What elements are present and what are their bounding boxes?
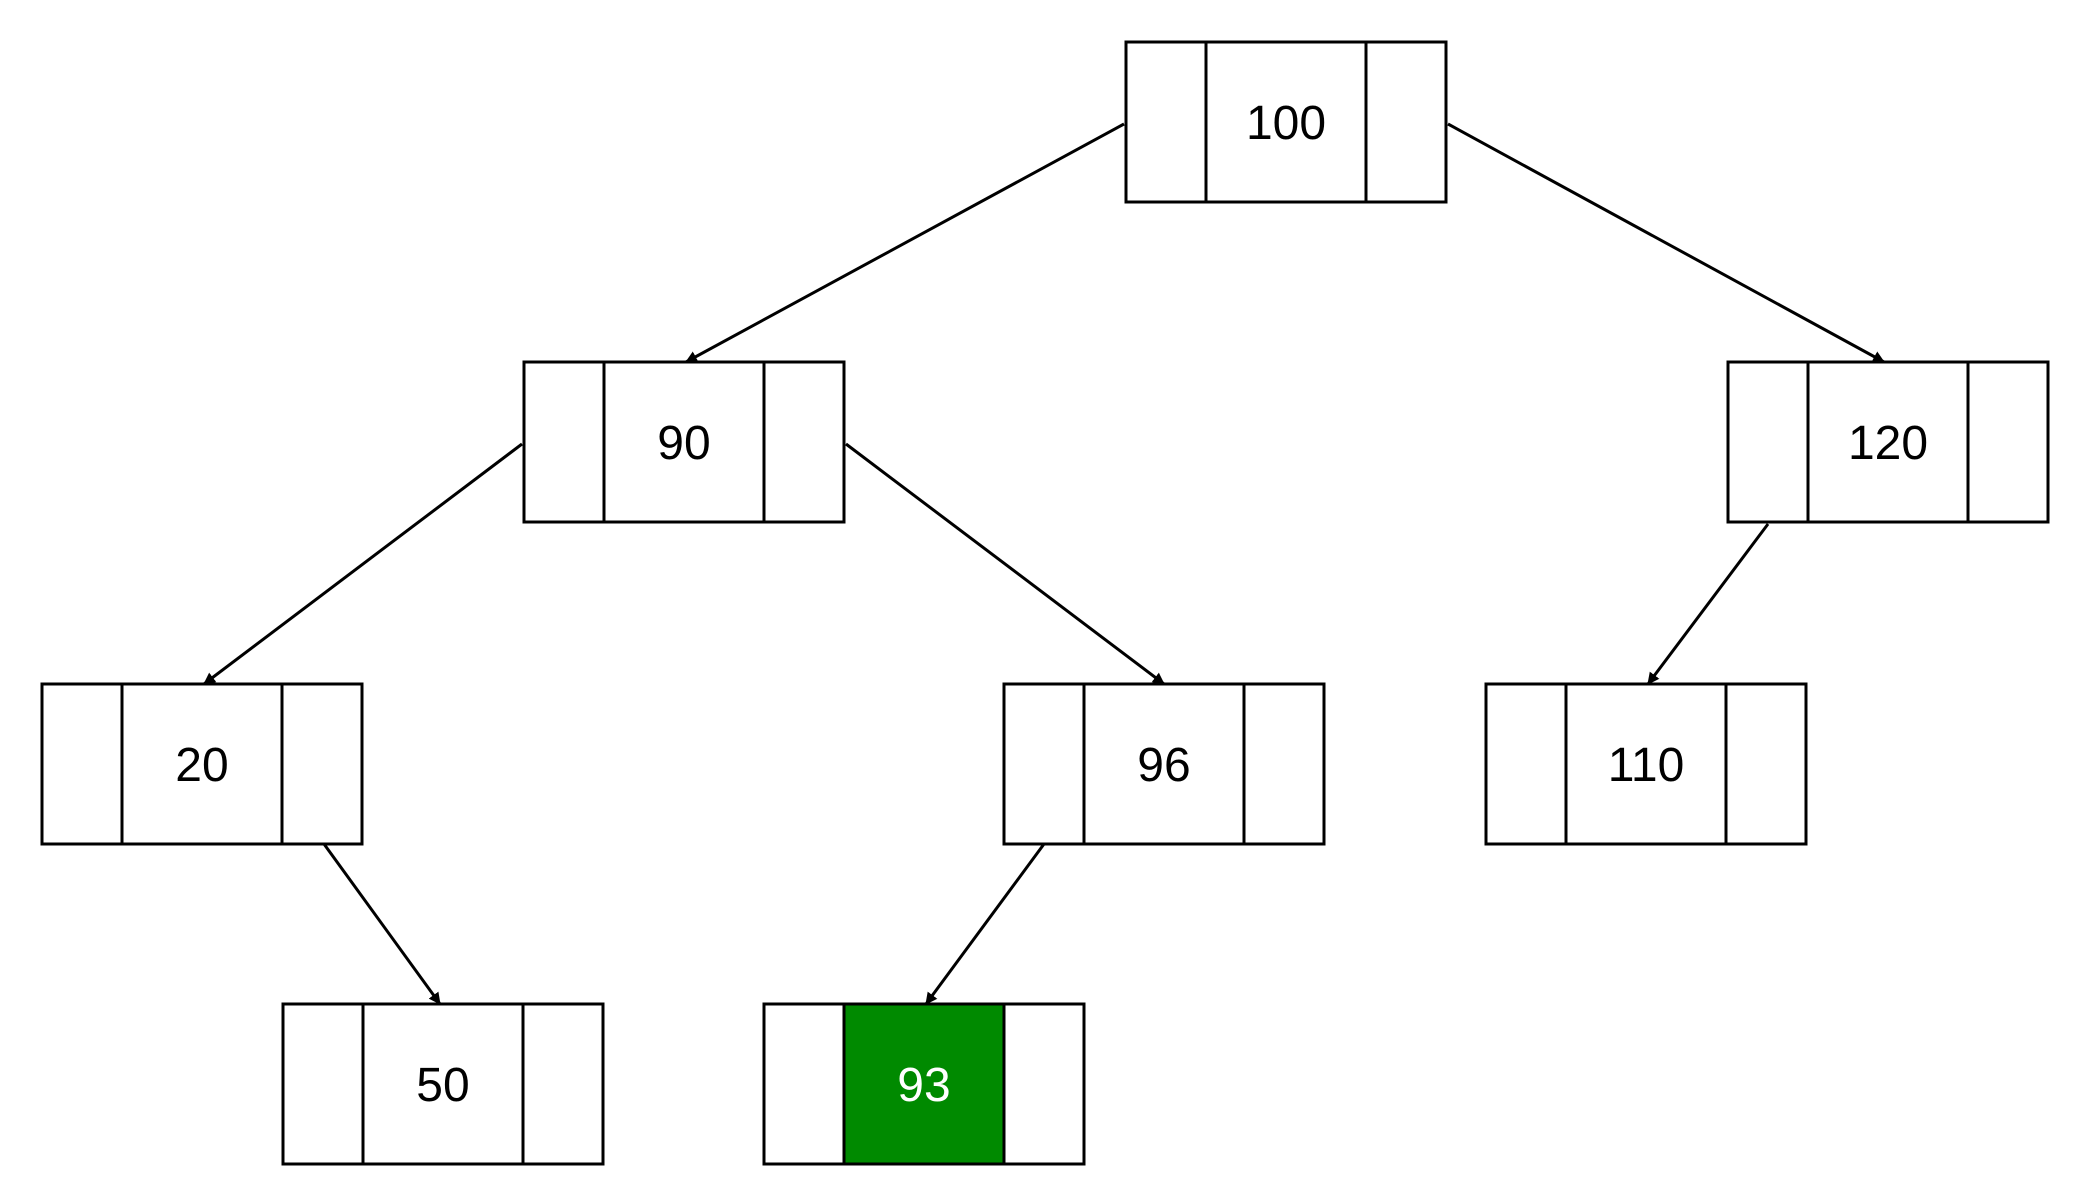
left-pointer-cell: [1484, 682, 1568, 846]
edge-n90-n96: [845, 442, 1165, 686]
tree-node-110: 110: [1484, 682, 1808, 846]
node-value-label: 50: [416, 1059, 469, 1112]
value-cell: [361, 1002, 525, 1166]
right-pointer-cell: [1242, 682, 1326, 846]
right-pointer-cell: [1002, 1002, 1086, 1166]
value-cell: [1204, 40, 1368, 204]
right-pointer-cell: [1364, 40, 1448, 204]
tree-node-90: 90: [522, 360, 846, 524]
right-pointer-cell: [762, 360, 846, 524]
left-pointer-cell: [1726, 360, 1810, 524]
left-pointer-cell: [522, 360, 606, 524]
tree-node-50: 50: [281, 1002, 605, 1166]
node-value-label: 96: [1137, 739, 1190, 792]
tree-node-96: 96: [1002, 682, 1326, 846]
highlighted-value-cell: [842, 1002, 1006, 1166]
edge-n100-n90: [685, 122, 1125, 364]
right-pointer-cell: [1966, 360, 2050, 524]
tree-node-20: 20: [40, 682, 364, 846]
edge-n90-n20: [203, 442, 523, 686]
left-pointer-cell: [40, 682, 124, 846]
value-cell: [1806, 360, 1970, 524]
right-pointer-cell: [1724, 682, 1808, 846]
right-pointer-cell: [521, 1002, 605, 1166]
left-pointer-cell: [1124, 40, 1208, 204]
tree-edges: [203, 122, 1885, 1005]
value-cell: [602, 360, 766, 524]
edge-n120-n110: [1646, 523, 1770, 685]
tree-node-100: 100: [1124, 40, 1448, 204]
node-value-label: 100: [1246, 97, 1326, 150]
node-value-label: 20: [175, 739, 228, 792]
node-value-label: 110: [1608, 739, 1685, 792]
node-value-label: 93: [897, 1059, 950, 1112]
node-value-label: 90: [657, 417, 710, 470]
tree-node-93: 93: [762, 1002, 1086, 1166]
tree-nodes: 100 90 120 20 96 110 50 93: [40, 40, 2050, 1166]
edge-n20-n50: [322, 843, 442, 1005]
left-pointer-cell: [281, 1002, 365, 1166]
edge-n96-n93: [924, 843, 1046, 1005]
tree-node-120: 120: [1726, 360, 2050, 524]
edge-n100-n120: [1447, 122, 1885, 364]
node-value-label: 120: [1848, 417, 1928, 470]
value-cell: [1564, 682, 1728, 846]
left-pointer-cell: [1002, 682, 1086, 846]
value-cell: [1082, 682, 1246, 846]
left-pointer-cell: [762, 1002, 846, 1166]
right-pointer-cell: [280, 682, 364, 846]
